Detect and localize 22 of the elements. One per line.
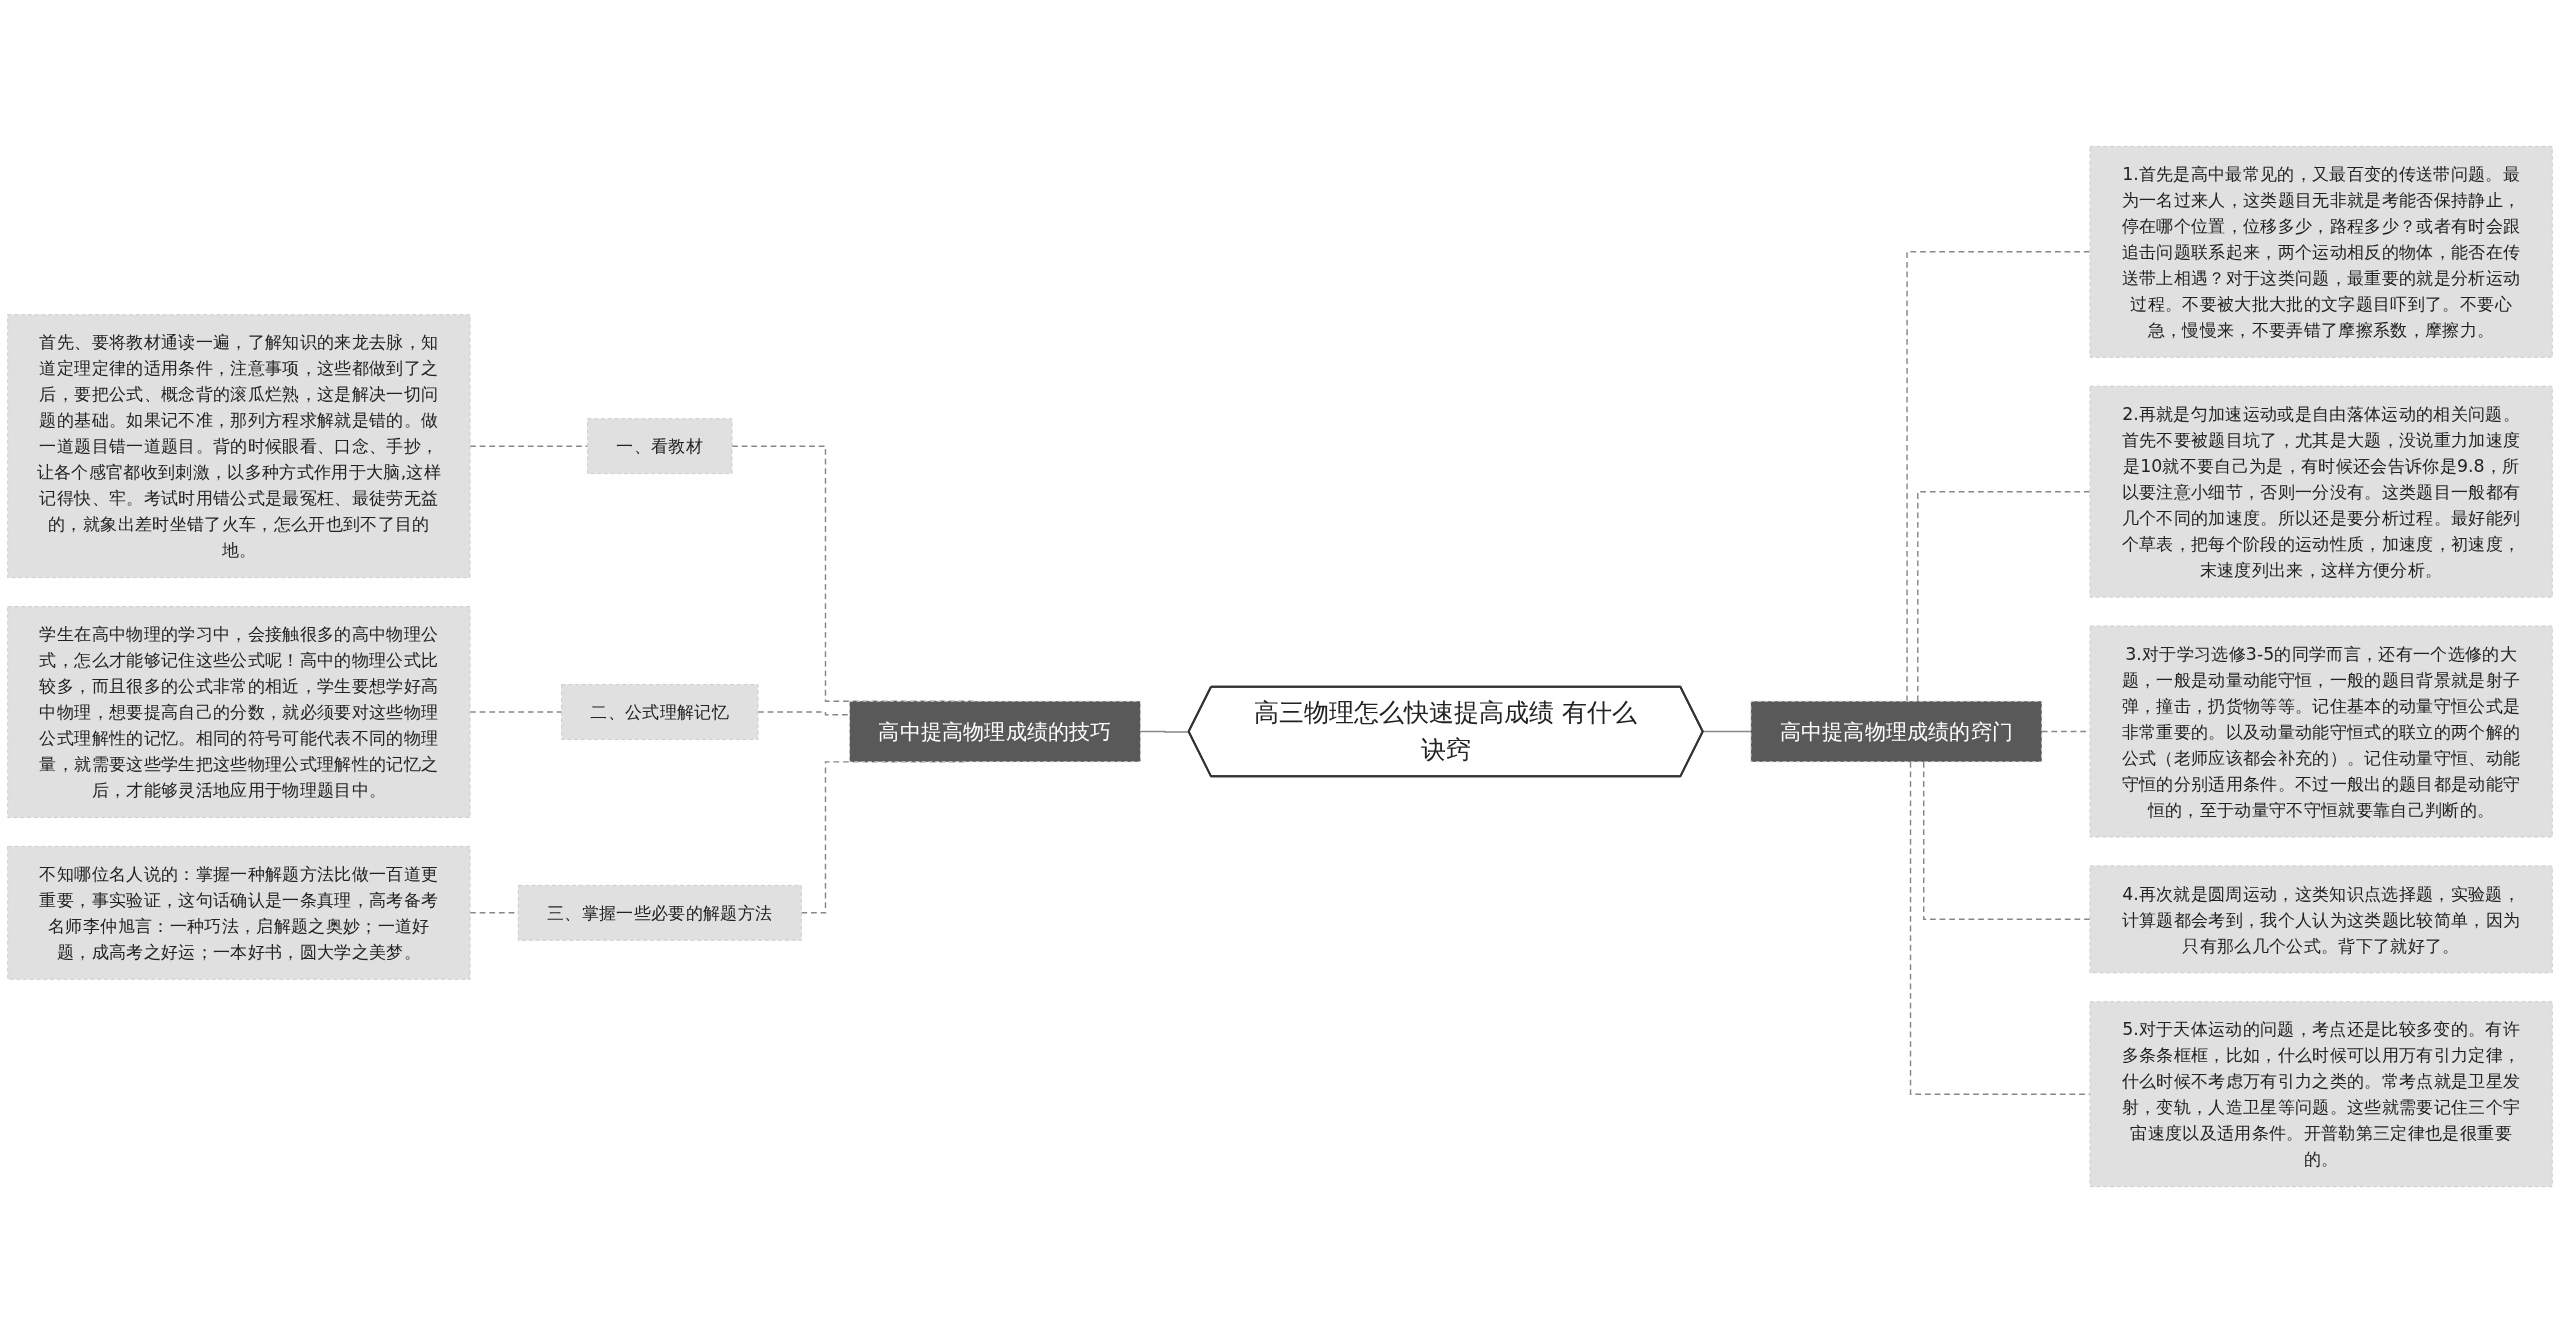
node-box: 5.对于天体运动的问题，考点还是比较多变的。有许多条条框框，比如，什么时候可以用万有引力定律，什么时候不考虑万有引力之类的。常考点就是卫星发射，变轨，人造卫星等问题。这些就需要记住三个宇宙速度以及适用条件。开普勒第三定律也是很重要的。	[2089, 1001, 2553, 1188]
node-box: 高中提高物理成绩的技巧	[849, 700, 1141, 763]
node-box: 不知哪位名人说的：掌握一种解题方法比做一百道更重要，事实验证，这句话确认是一条真理，高考备考名师李仲旭言：一种巧法，启解题之奥妙；一道好题，成高考之好运；一本好书，圆大学之美梦。	[7, 845, 471, 980]
node-box: 一、看教材	[587, 418, 733, 475]
connector	[1906, 251, 2091, 702]
connector	[469, 711, 563, 713]
node-box: 2.再就是匀加速运动或是自由落体运动的相关问题。首先不要被题目坑了，尤其是大题，没说重力加速度是10就不要自己为是，有时候还会告诉你是9.8，所以要注意小细节，否则一分没有。这类题目一般都有几个不同的加速度。所以还是要分析过程。最好能列个草表，把每个阶段的运动性质，加速度，初速度，末速度列出来，这样方便分析。	[2089, 385, 2553, 598]
connector	[757, 711, 851, 716]
connector	[1909, 761, 2091, 1095]
connector	[1702, 730, 1752, 733]
connector	[1917, 490, 2091, 702]
node-box: 二、公式理解记忆	[561, 684, 759, 740]
node-box: 4.再次就是圆周运动，这类知识点选择题，实验题，计算题都会考到，我个人认为这类题比较简单，因为只有那么几个公式。背下了就好了。	[2089, 865, 2553, 974]
connector	[1139, 730, 1190, 733]
node-box: 首先、要将教材通读一遍，了解知识的来龙去脉，知道定理定律的适用条件，注意事项，这些都做到了之后，要把公式、概念背的滚瓜烂熟，这是解决一切问题的基础。如果记不准，那列方程求解就是错的。做一道题目错一道题目。背的时候眼看、口念、手抄，让各个感官都收到刺激，以多种方式作用于大脑,这样记得快、牢。考试时用错公式是最冤枉、最徒劳无益的，就象出差时坐错了火车，怎么开也到不了目的地。	[7, 314, 471, 579]
node-box: 学生在高中物理的学习中，会接触很多的高中物理公式，怎么才能够记住这些公式呢！高中的物理公式比较多，而且很多的公式非常的相近，学生要想学好高中物理，想要提高自己的分数，就必须要对这些物理公式理解性的记忆。相同的符号可能代表不同的物理量，就需要这些学生把这些物理公式理解性的记忆之后，才能够灵活地应用于物理题目中。	[7, 606, 471, 818]
connector	[469, 445, 589, 447]
node-box: 3.对于学习选修3-5的同学而言，还有一个选修的大题，一般是动量动能守恒，一般的题目背景就是射子弹，撞击，扔货物等等。记住基本的动量守恒公式是非常重要的。以及动量动能守恒式的联立的两个解的公式（老师应该都会补充的）。记住动量守恒、动能守恒的分别适用条件。不过一般出的题目都是动能守恒的，至于动量守不守恒就要靠自己判断的。	[2089, 625, 2553, 838]
node-box: 高中提高物理成绩的窍门	[1750, 700, 2043, 763]
node-box: 三、掌握一些必要的解题方法	[517, 884, 802, 941]
node-box: 1.首先是高中最常见的，又最百变的传送带问题。最为一名过来人，这类题目无非就是考能否保持静止，停在哪个位置，位移多少，路程多少？或者有时会跟追击问题联系起来，两个运动相反的物体，能否在传送带上相遇？对于这类问题，最重要的就是分析运动过程。不要被大批大批的文字题目吓到了。不要心急，慢慢来，不要弄错了摩擦系数，摩擦力。	[2089, 145, 2553, 358]
connector	[1923, 761, 2091, 921]
